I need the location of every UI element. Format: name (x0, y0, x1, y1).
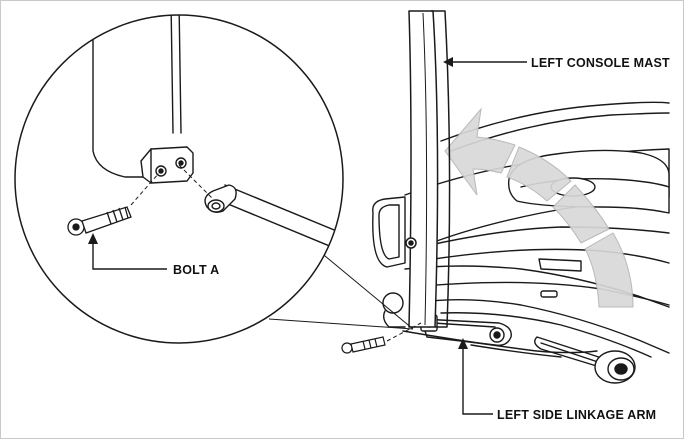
magnifier-connector (268, 250, 414, 330)
label-left-side-linkage-arm: LEFT SIDE LINKAGE ARM (497, 408, 656, 422)
magnified-detail (14, 14, 344, 344)
bolt-a (67, 206, 132, 236)
bolt-small (341, 336, 386, 354)
curved-arrow-icon (444, 107, 634, 308)
left-console-mast (405, 10, 451, 328)
label-left-console-mast: LEFT CONSOLE MAST (531, 56, 670, 70)
callout-leaders (92, 61, 527, 415)
label-bolt-a: BOLT A (173, 263, 219, 277)
callout-arrowheads (88, 57, 468, 349)
